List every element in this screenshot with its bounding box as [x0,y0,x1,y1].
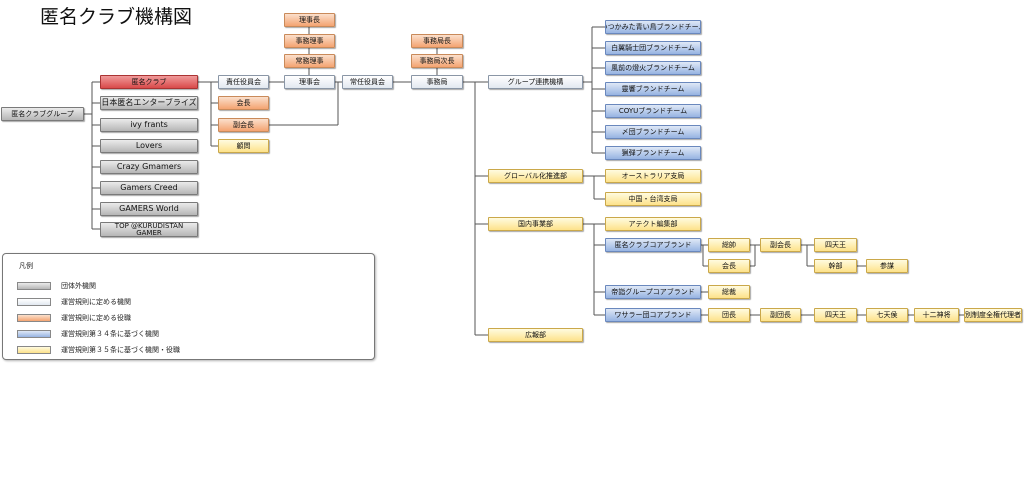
node-juni[interactable]: 十二神将 [914,308,959,322]
node-shitenno-2[interactable]: 四天王 [814,308,857,322]
node-sekinin[interactable]: 責任役員会 [218,75,269,89]
legend-label: 運営規則第３５条に基づく機関・役職 [61,346,180,354]
node-world[interactable]: GAMERS World [100,202,198,216]
node-brand-1[interactable]: いつかみた青い鳥ブランドチーム [605,20,701,34]
node-artect[interactable]: アテクト編集部 [605,217,701,231]
legend-label: 運営規則に定める機関 [61,298,131,306]
legend-title: 凡例 [19,262,33,270]
legend-item-yellow: 運営規則第３５条に基づく機関・役職 [17,345,180,355]
node-zenken[interactable]: 別制度全権代理者 [964,308,1022,322]
node-fukudancho[interactable]: 副団長 [760,308,801,322]
node-jimukyokucho[interactable]: 事務局長 [411,34,463,48]
node-fukukaicho[interactable]: 副会長 [218,118,269,132]
legend-swatch-white [17,298,51,306]
legend-swatch-yellow [17,346,51,354]
node-kokunai[interactable]: 国内事業部 [488,217,583,231]
legend: 凡例 団体外機関 運営規則に定める機関 運営規則に定める役職 運営規則第３４条に… [2,253,375,360]
legend-swatch-orange [17,314,51,322]
node-brand-2[interactable]: 白翼騎士団ブランドチーム [605,41,701,55]
node-lovers[interactable]: Lovers [100,139,198,153]
node-jimukyoku-jicho[interactable]: 事務局次長 [411,54,463,68]
node-kaicho[interactable]: 会長 [218,96,269,110]
node-shichitenko[interactable]: 七天侯 [866,308,908,322]
legend-item-orange: 運営規則に定める役職 [17,313,131,323]
node-brand-7[interactable]: 猟弾ブランドチーム [605,146,701,160]
node-kanbu[interactable]: 幹部 [814,259,857,273]
node-ivy[interactable]: ivy frants [100,118,198,132]
node-nihon-ent[interactable]: 日本匿名エンターブライズ [100,96,198,110]
node-sanbo[interactable]: 参謀 [866,259,908,273]
page-title: 匿名クラブ機構図 [40,6,193,28]
node-brand-5[interactable]: COYUブランドチーム [605,104,701,118]
node-fukukaicho-2[interactable]: 副会長 [760,238,801,252]
node-group[interactable]: 匿名クラブグループ [1,107,84,121]
node-brand-3[interactable]: 風前の燈火ブランドチーム [605,61,701,75]
node-brand-6[interactable]: 〆団ブランドチーム [605,125,701,139]
node-global[interactable]: グローバル化推進部 [488,169,583,183]
node-rijikai[interactable]: 理事会 [284,75,335,89]
node-jokin-riji[interactable]: 常務理事 [284,54,335,68]
legend-label: 団体外機関 [61,282,96,290]
node-anon-core[interactable]: 匿名クラブコアブランド [605,238,701,252]
legend-swatch-blue [17,330,51,338]
node-brand-4[interactable]: 靈響ブランドチーム [605,82,701,96]
node-shitenno[interactable]: 四天王 [814,238,857,252]
node-jonin[interactable]: 常任役員会 [342,75,393,89]
node-creed[interactable]: Gamers Creed [100,181,198,195]
legend-item-white: 運営規則に定める機関 [17,297,131,307]
node-teiyu-core[interactable]: 帝詣グループコアブランド [605,285,701,299]
legend-item-blue: 運営規則第３４条に基づく機関 [17,329,159,339]
node-rijicho[interactable]: 理事長 [284,13,335,27]
legend-item-gray: 団体外機関 [17,281,96,291]
node-wasara-core[interactable]: ワサラー団コアブランド [605,308,701,322]
node-jimu-riji[interactable]: 事務理事 [284,34,335,48]
legend-label: 運営規則に定める役職 [61,314,131,322]
node-dancho[interactable]: 団長 [708,308,750,322]
node-kaicho-2[interactable]: 会長 [708,259,750,273]
legend-swatch-gray [17,282,51,290]
node-group-renkei[interactable]: グループ連携機構 [488,75,583,89]
node-anon-club[interactable]: 匿名クラブ [100,75,198,89]
node-komon[interactable]: 顧問 [218,139,269,153]
node-australia[interactable]: オーストラリア支局 [605,169,701,183]
node-sosai[interactable]: 総裁 [708,285,750,299]
node-china[interactable]: 中国・台湾支局 [605,192,701,206]
legend-label: 運営規則第３４条に基づく機関 [61,330,159,338]
node-jimukyoku[interactable]: 事務局 [411,75,463,89]
node-koho[interactable]: 広報部 [488,328,583,342]
node-crazy[interactable]: Crazy Gmamers [100,160,198,174]
node-soshi[interactable]: 総帥 [708,238,750,252]
